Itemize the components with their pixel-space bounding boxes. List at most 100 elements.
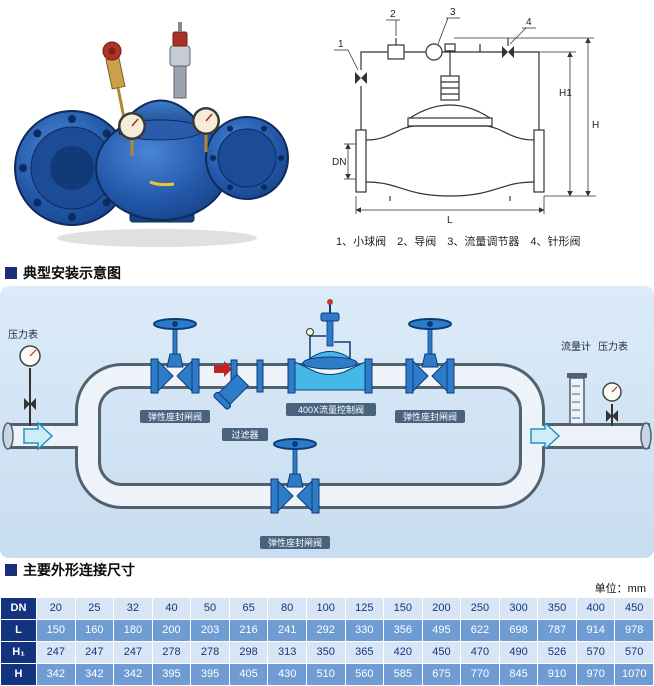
dim-cell: 350 [305, 641, 346, 664]
flow-arrow-out [530, 421, 561, 451]
section-title: 主要外形连接尺寸 [23, 562, 135, 578]
control-valve-400x [287, 299, 373, 394]
dim-cell: 292 [305, 619, 346, 642]
label-flow-meter: 流量计 [561, 340, 591, 353]
dim-cell: 1070 [614, 663, 654, 686]
dim-cell: 450 [614, 597, 654, 620]
dim-cell: 450 [421, 641, 462, 664]
dim-cell: 100 [305, 597, 346, 620]
dim-cell: 278 [151, 641, 192, 664]
label-gate-valve-right: 弹性座封闸阀 [403, 411, 457, 422]
dim-cell: 395 [151, 663, 192, 686]
dim-cell: 200 [151, 619, 192, 642]
dim-cell: 400 [575, 597, 616, 620]
dim-cell: 845 [498, 663, 539, 686]
component-labels: 弹性座封闸阀 过滤器 400X流量控制阀 弹性座封闸阀 弹性座封闸阀 [140, 403, 465, 549]
y-strainer [213, 359, 264, 410]
pipe-open-end [2, 422, 14, 450]
row-header: H₁ [0, 641, 37, 664]
dim-cell: 510 [305, 663, 346, 686]
dim-cell: 150 [36, 619, 76, 642]
dim-cell: 770 [460, 663, 500, 686]
label-gate-valve-bottom: 弹性座封闸阀 [268, 537, 322, 548]
flow-arrow-red [214, 361, 232, 377]
dim-cell: 40 [151, 597, 192, 620]
row-header: L [0, 619, 37, 642]
row-header: DN [0, 597, 37, 620]
dim-cell: 490 [498, 641, 539, 664]
section-bullet-icon [5, 564, 17, 576]
dim-cell: 342 [113, 663, 153, 686]
dim-cell: 247 [113, 641, 153, 664]
dim-dn: DN [332, 157, 346, 168]
dim-l: L [447, 215, 453, 226]
dim-cell: 914 [575, 619, 616, 642]
flow-arrow-in [23, 421, 54, 451]
dim-cell: 526 [537, 641, 577, 664]
section-title: 典型安装示意图 [23, 265, 121, 281]
dim-cell: 313 [267, 641, 307, 664]
dim-cell: 241 [267, 619, 307, 642]
flow-meter [567, 373, 587, 425]
dim-cell: 970 [575, 663, 616, 686]
callout-3: 3 [450, 7, 456, 18]
dim-cell: 405 [228, 663, 269, 686]
pipe-open-end [640, 422, 652, 450]
pressure-gauge-right [602, 382, 622, 426]
dim-cell: 470 [460, 641, 500, 664]
unit-label: 单位：mm [594, 583, 646, 595]
dim-cell: 910 [537, 663, 577, 686]
pilot-valve [173, 63, 187, 99]
label-pressure-gauge-left: 压力表 [8, 328, 38, 341]
dim-cell: 125 [344, 597, 385, 620]
dim-cell: 978 [614, 619, 654, 642]
dim-cell: 80 [267, 597, 307, 620]
installation-schematic: 压力表 [2, 299, 652, 549]
dim-cell: 560 [344, 663, 385, 686]
dim-cell: 150 [383, 597, 423, 620]
callout-4: 4 [526, 17, 532, 28]
label-control-valve: 400X流量控制阀 [298, 404, 364, 415]
technical-drawing: 1 2 3 4 H1 H DN L [330, 4, 650, 229]
dim-cell: 32 [113, 597, 153, 620]
dim-cell: 300 [498, 597, 539, 620]
label-gate-valve-left: 弹性座封闸阀 [148, 411, 202, 422]
dim-cell: 203 [190, 619, 230, 642]
dim-cell: 247 [36, 641, 76, 664]
section-header-install: 典型安装示意图 [5, 263, 121, 283]
needle-valve-symbol [502, 46, 514, 58]
dim-cell: 365 [344, 641, 385, 664]
callout-2: 2 [390, 9, 396, 20]
row-header: H [0, 663, 37, 686]
dim-cell: 180 [113, 619, 153, 642]
callout-1: 1 [338, 39, 344, 50]
dim-cell: 330 [344, 619, 385, 642]
dim-cell: 622 [460, 619, 500, 642]
dim-cell: 50 [190, 597, 230, 620]
dim-cell: 787 [537, 619, 577, 642]
dim-cell: 298 [228, 641, 269, 664]
dim-h: H [592, 120, 599, 131]
cast-mark [149, 180, 175, 187]
drawing-caption: 1、小球阀 2、导阀 3、流量调节器 4、针形阀 [336, 236, 581, 248]
dim-cell: 342 [74, 663, 115, 686]
dim-h1: H1 [559, 88, 572, 99]
brass-pilot [105, 56, 126, 90]
dim-cell: 350 [537, 597, 577, 620]
dim-cell: 430 [267, 663, 307, 686]
dim-cell: 395 [190, 663, 230, 686]
dim-cell: 278 [190, 641, 230, 664]
dim-cell: 65 [228, 597, 269, 620]
dim-cell: 585 [383, 663, 423, 686]
valve-section-drawing: 1 2 3 4 H1 H DN L [332, 7, 599, 226]
dim-cell: 160 [74, 619, 115, 642]
dim-cell: 200 [421, 597, 462, 620]
label-pressure-gauge-right: 压力表 [598, 340, 628, 353]
dim-cell: 675 [421, 663, 462, 686]
